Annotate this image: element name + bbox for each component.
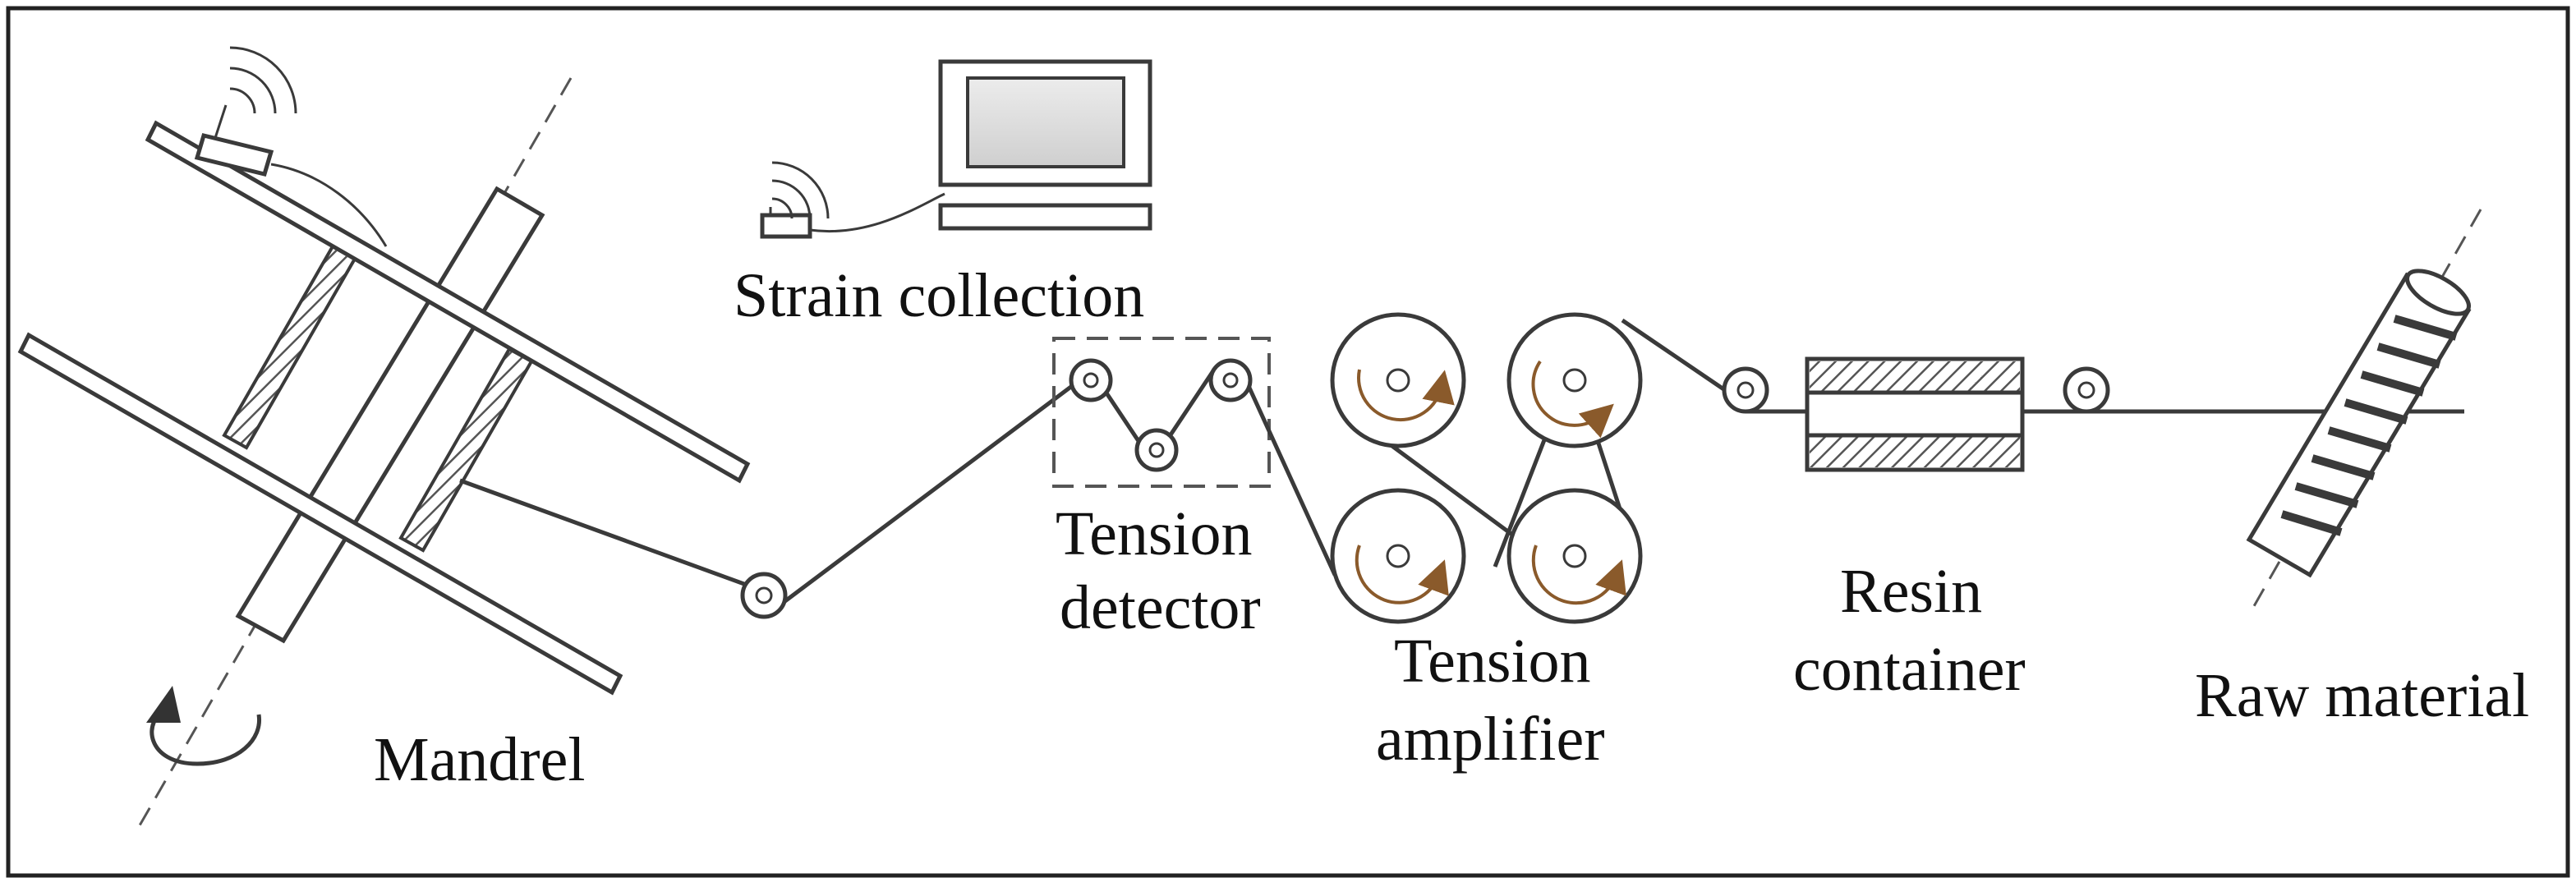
wireless-signal-icon [229, 46, 297, 114]
mandrel-rib-right [398, 347, 534, 553]
outer-frame [6, 6, 2570, 878]
guide-roller-2 [1722, 366, 1769, 414]
amplifier-roller-top-right [1506, 312, 1643, 448]
mandrel-lower-plate [17, 332, 623, 696]
amplifier-roller-bottom-left [1330, 488, 1466, 624]
strain-collection-unit: Strain collection [734, 59, 1152, 330]
raw-material-spool: Raw material [2195, 209, 2529, 730]
fiber-path-to-amplifier [1246, 384, 1337, 577]
resin-container-label-line1: Resin [1840, 557, 1982, 626]
guide-roller-3 [2063, 366, 2110, 414]
fiber-path-mandrel-to-roller [459, 478, 761, 592]
amplifier-roller-top-left [1330, 312, 1466, 448]
tension-detector-label-line2: detector [1060, 573, 1261, 642]
mandrel-upper-plate [145, 120, 751, 484]
fiber-path-to-detector [775, 372, 1090, 609]
strain-sensor [194, 133, 274, 177]
mandrel-assembly: Mandrel [17, 46, 751, 826]
tension-amplifier-label-line1: Tension [1394, 627, 1591, 696]
wireless-receiver [760, 213, 812, 239]
resin-container: Resin container [1793, 356, 2026, 704]
tension-amplifier-label-line2: amplifier [1376, 705, 1605, 774]
tension-amplifier: Tension amplifier [1330, 312, 1727, 774]
raw-material-label: Raw material [2195, 661, 2529, 730]
tension-detector: Tension detector [1052, 337, 1271, 642]
guide-roller-1 [740, 572, 788, 619]
resin-container-label-line2: container [1793, 635, 2026, 704]
rotation-arrow-icon [146, 686, 262, 766]
strain-collection-label: Strain collection [734, 261, 1144, 330]
mandrel-label: Mandrel [374, 725, 585, 794]
mandrel-rib-left [222, 244, 357, 450]
wireless-signal-icon [769, 161, 830, 219]
tension-detector-label-line1: Tension [1056, 499, 1253, 568]
tension-detector-box [1052, 337, 1271, 488]
amplifier-roller-bottom-right [1506, 488, 1643, 624]
computer-monitor-icon [938, 59, 1152, 231]
